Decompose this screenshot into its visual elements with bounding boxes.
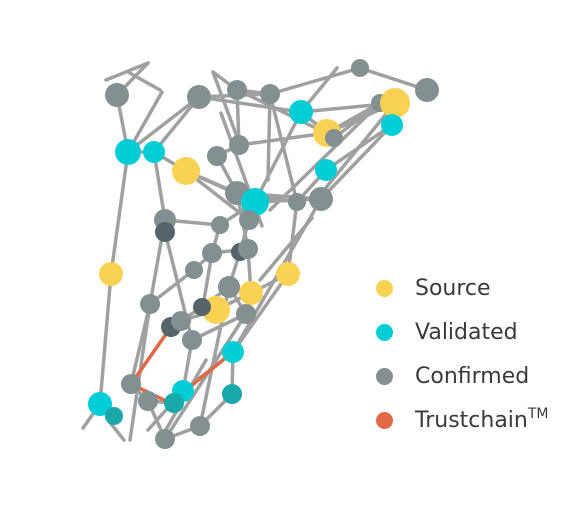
validated-node <box>164 393 184 413</box>
network-edge <box>286 200 299 276</box>
network-edge <box>319 123 394 201</box>
confirmed-node <box>227 80 247 100</box>
network-edge <box>258 216 314 282</box>
confirmed-node <box>171 311 191 331</box>
source-node <box>99 262 123 286</box>
confirmed-node <box>218 276 240 298</box>
confirmed-node <box>185 261 203 279</box>
trustchain-text: Trustchain <box>415 407 528 433</box>
confirmed-node <box>415 78 439 102</box>
confirmed-node <box>155 222 175 242</box>
network-edge <box>236 88 328 135</box>
legend-dot-trustchain <box>376 411 393 429</box>
confirmed-node <box>236 304 256 324</box>
validated-node <box>222 341 244 363</box>
confirmed-node <box>121 374 141 394</box>
legend: Source Validated Confirmed TrustchainTM <box>376 266 576 442</box>
network-edge <box>126 70 162 92</box>
confirmed-node <box>211 216 229 234</box>
confirmed-node <box>351 59 369 77</box>
network-edge <box>318 101 397 197</box>
network-edge <box>268 92 299 204</box>
confirmed-node <box>325 129 343 147</box>
network-edge <box>253 110 303 204</box>
confirmed-node <box>105 83 129 107</box>
confirmed-node <box>182 330 202 350</box>
validated-node <box>88 392 112 416</box>
network-edge <box>268 66 362 96</box>
validated-node <box>289 100 313 124</box>
validated-node <box>315 159 337 181</box>
network-edge <box>211 70 242 147</box>
trustchain-edge <box>129 325 173 386</box>
legend-dot-validated <box>376 323 393 341</box>
network-edge <box>231 272 290 354</box>
validated-node <box>222 384 242 404</box>
confirmed-node <box>190 416 210 436</box>
source-node <box>276 262 300 286</box>
legend-label-validated: Validated <box>415 319 518 345</box>
legend-item-source: Source <box>376 266 576 310</box>
confirmed-node <box>229 135 249 155</box>
legend-dot-source <box>376 279 393 297</box>
validated-node <box>105 407 123 425</box>
confirmed-node <box>138 391 158 411</box>
confirmed-node <box>207 146 227 166</box>
confirmed-node <box>309 187 333 211</box>
confirmed-node <box>288 193 306 211</box>
source-node <box>380 88 410 118</box>
legend-item-validated: Validated <box>376 310 576 354</box>
network-edge <box>152 150 167 222</box>
source-node <box>172 157 200 185</box>
network-edge <box>268 101 382 212</box>
legend-label-trustchain: TrustchainTM <box>415 405 549 433</box>
network-edge <box>109 150 130 276</box>
source-node <box>239 281 263 305</box>
confirmed-node <box>140 294 160 314</box>
legend-dot-confirmed <box>376 367 393 385</box>
confirmed-node <box>239 210 259 230</box>
confirmed-node <box>187 85 211 109</box>
network-edge <box>98 272 113 406</box>
validated-node <box>381 114 403 136</box>
confirmed-node <box>202 243 222 263</box>
network-edge <box>197 95 303 114</box>
network-nodes <box>88 59 439 449</box>
confirmed-node <box>155 429 175 449</box>
legend-label-confirmed: Confirmed <box>415 363 530 389</box>
legend-label-source: Source <box>415 275 491 301</box>
validated-node <box>143 141 165 163</box>
confirmed-node <box>238 239 258 259</box>
network-edge <box>266 92 272 182</box>
validated-node <box>241 188 269 216</box>
confirmed-node <box>260 84 280 104</box>
network-edge <box>126 95 201 154</box>
trademark-mark: TM <box>527 405 549 422</box>
confirmed-node <box>193 298 211 316</box>
legend-item-confirmed: Confirmed <box>376 354 576 398</box>
validated-node <box>115 139 141 165</box>
legend-item-trustchain: TrustchainTM <box>376 398 576 442</box>
